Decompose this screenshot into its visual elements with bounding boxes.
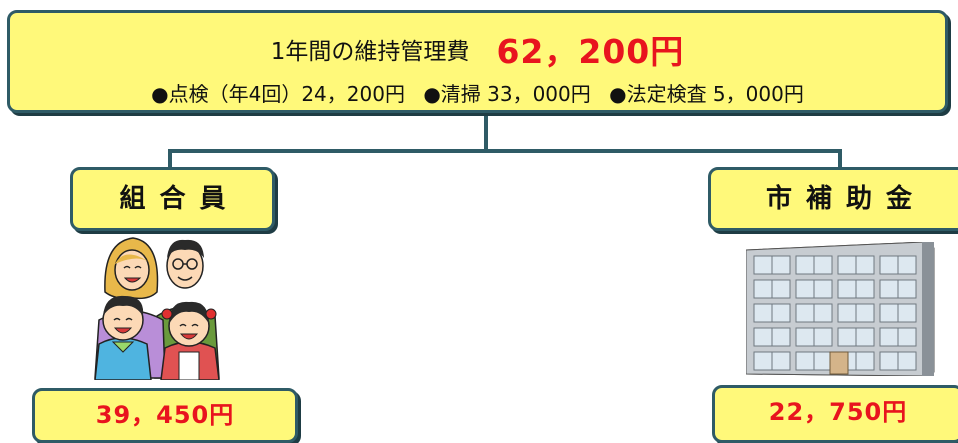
connector-horizontal xyxy=(168,149,842,153)
title-total: 62，200円 xyxy=(496,32,685,71)
boy-figure xyxy=(94,295,152,380)
breakdown-inspection: ●点検（年4回）24，200円 xyxy=(151,82,405,106)
connector-right-drop xyxy=(838,149,842,169)
member-label-box: 組合員 xyxy=(70,167,275,231)
building-windows xyxy=(753,255,917,371)
member-label: 組合員 xyxy=(119,184,240,214)
connector-left-drop xyxy=(168,149,172,169)
building-door xyxy=(829,351,849,375)
family-illustration xyxy=(94,237,220,380)
breakdown-legal-inspection: ●法定検査 5，000円 xyxy=(609,82,804,106)
subsidy-label-box: 市補助金 xyxy=(708,167,958,231)
breakdown-line: ●点検（年4回）24，200円 ●清掃 33，000円 ●法定検査 5，000円 xyxy=(10,78,945,107)
member-amount: 39，450円 xyxy=(95,401,235,429)
subsidy-amount: 22，750円 xyxy=(768,398,908,426)
subsidy-amount-box: 22，750円 xyxy=(712,385,958,443)
member-amount-box: 39，450円 xyxy=(32,388,298,443)
connector-vertical-main xyxy=(484,113,488,151)
title-line: 1年間の維持管理費 62，200円 xyxy=(10,25,945,73)
girl-figure xyxy=(160,301,220,380)
subsidy-label: 市補助金 xyxy=(765,184,926,214)
breakdown-cleaning: ●清掃 33，000円 xyxy=(423,82,591,106)
title-label: 1年間の維持管理費 xyxy=(270,39,470,65)
annual-cost-box: 1年間の維持管理費 62，200円 ●点検（年4回）24，200円 ●清掃 33… xyxy=(7,10,948,113)
building-illustration xyxy=(746,242,935,376)
